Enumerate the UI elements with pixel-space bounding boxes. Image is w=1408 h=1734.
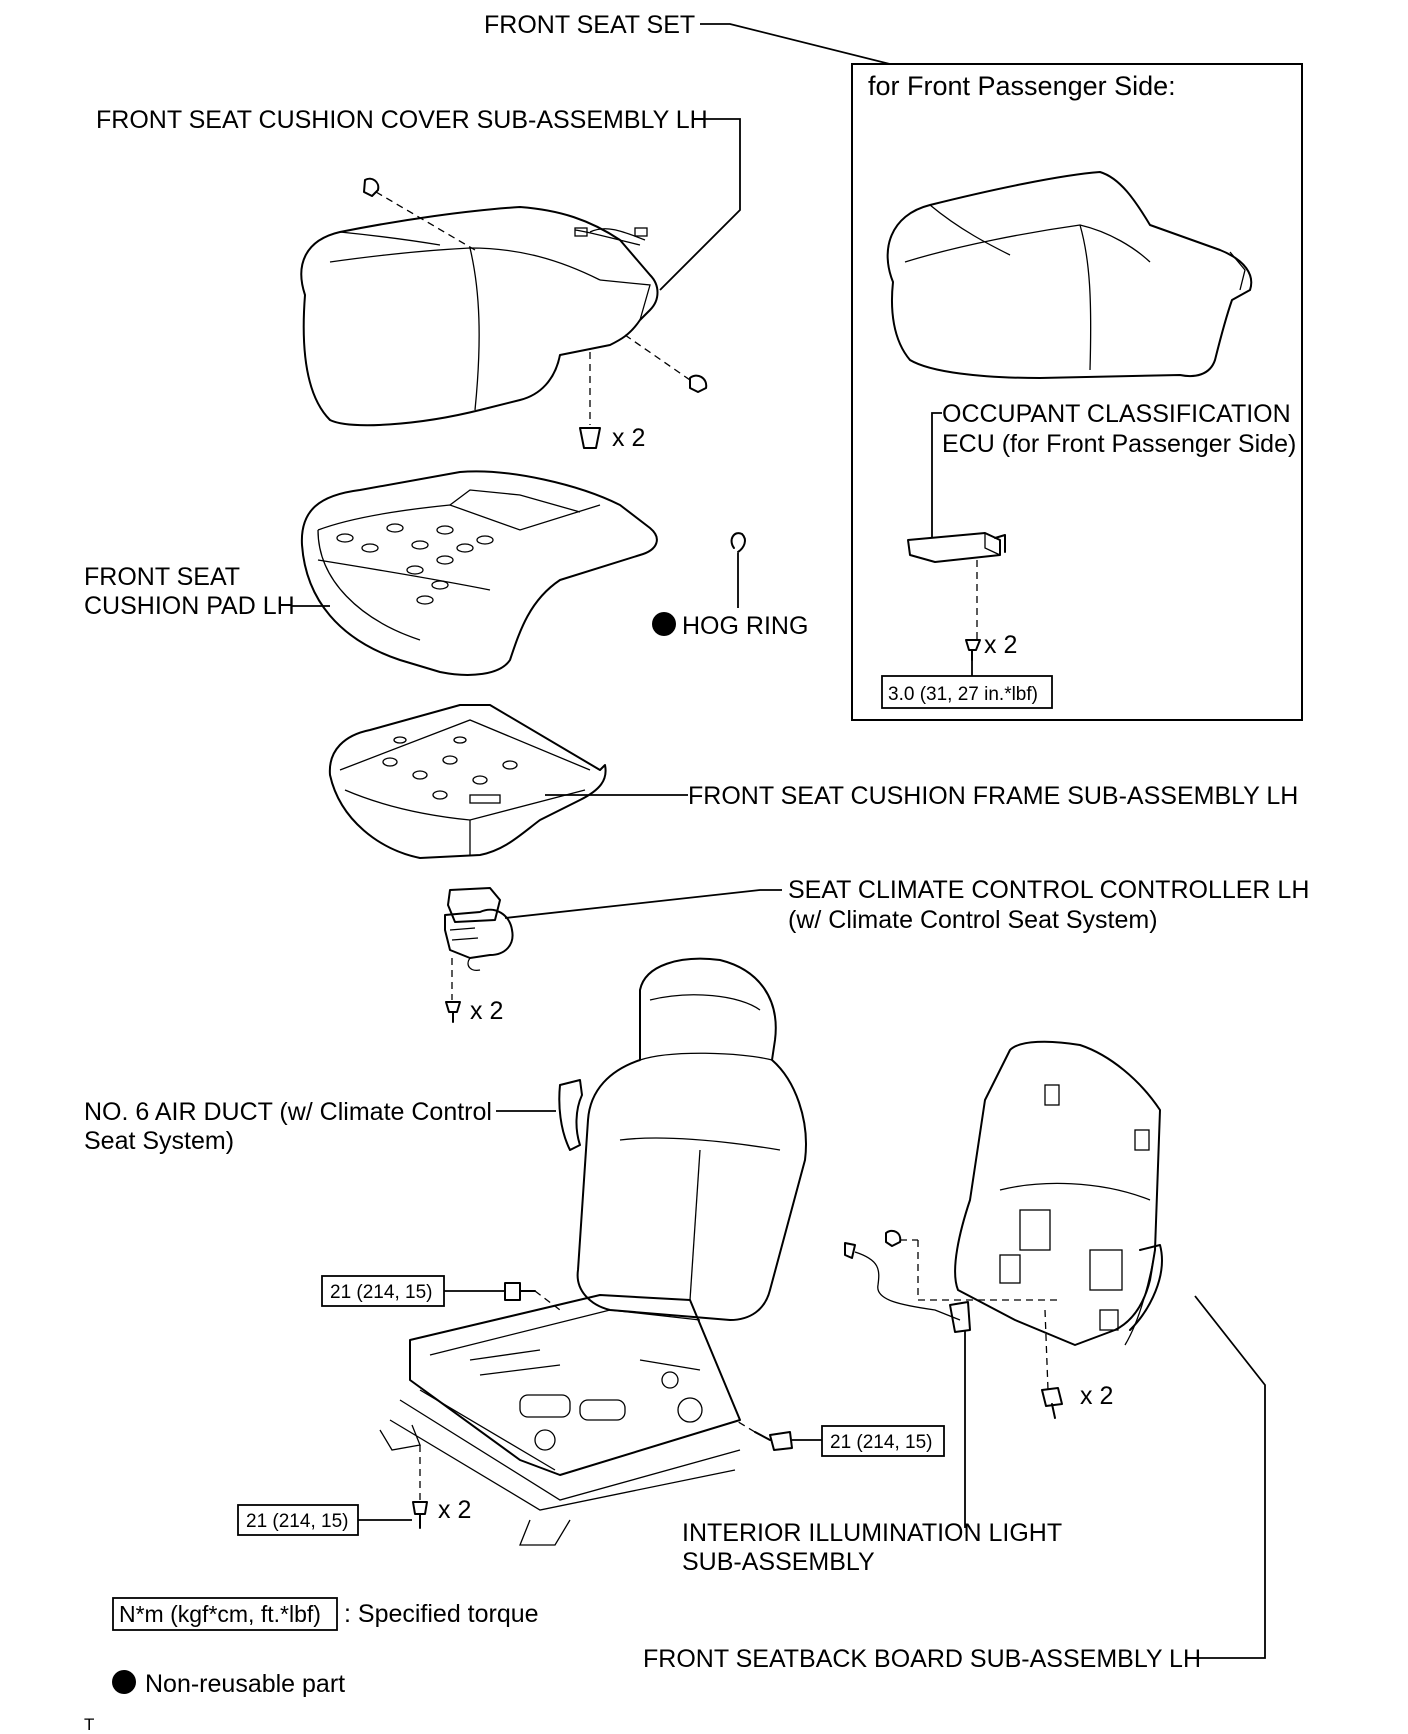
controller-screw-qty: x 2 xyxy=(470,997,503,1025)
front-seat-set-leader xyxy=(700,23,891,65)
seat-bolt-right-icon xyxy=(754,1431,793,1451)
cushion-frame-label: FRONT SEAT CUSHION FRAME SUB-ASSEMBLY LH xyxy=(688,782,1298,810)
corner-mark: T xyxy=(84,1715,94,1734)
frame-bolt-qty: x 2 xyxy=(438,1496,471,1524)
climate-controller-drawing xyxy=(444,887,514,971)
frame-bolt-icon xyxy=(412,1501,428,1529)
front-seat-set-label: FRONT SEAT SET xyxy=(484,11,695,39)
seatback-board-drawing xyxy=(954,1040,1163,1346)
air-duct-label-line2: Seat System) xyxy=(84,1127,234,1155)
cushion-pad-drawing xyxy=(300,470,658,676)
legend-nonreusable-marker xyxy=(112,1670,136,1694)
cushion-cover-label: FRONT SEAT CUSHION COVER SUB-ASSEMBLY LH xyxy=(96,106,708,134)
seat-bolt-right-torque: 21 (214, 15) xyxy=(830,1432,932,1453)
cushion-cover-drawing xyxy=(300,206,659,427)
legend: N*m (kgf*cm, ft.*lbf) : Specified torque… xyxy=(112,1597,539,1698)
climate-controller-leader xyxy=(504,889,782,919)
seatback-board-label: FRONT SEATBACK BOARD SUB-ASSEMBLY LH xyxy=(643,1645,1201,1673)
passenger-side-title: for Front Passenger Side: xyxy=(868,71,1176,101)
board-screw-icon xyxy=(1041,1387,1063,1419)
seat-bolt-upper-torque: 21 (214, 15) xyxy=(330,1282,432,1303)
cushion-pad-label-line2: CUSHION PAD LH xyxy=(84,592,295,620)
air-duct-drawing xyxy=(558,1079,583,1151)
cushion-cover-leader xyxy=(659,118,741,291)
passenger-ecu-torque: 3.0 (31, 27 in.*lbf) xyxy=(888,684,1038,705)
legend-torque-desc: : Specified torque xyxy=(344,1600,539,1628)
cushion-frame-drawing xyxy=(328,704,607,859)
legend-nonreusable-desc: Non-reusable part xyxy=(145,1670,345,1698)
seat-assembly-drawing xyxy=(379,957,807,1546)
passenger-screw-icon xyxy=(965,639,981,661)
illumination-label-line1: INTERIOR ILLUMINATION LIGHT xyxy=(682,1519,1062,1547)
hog-ring-icon xyxy=(730,532,746,553)
cushion-pad-label-line1: FRONT SEAT xyxy=(84,563,240,591)
occupant-ecu-leader xyxy=(931,412,942,538)
climate-controller-label-line2: (w/ Climate Control Seat System) xyxy=(788,906,1158,934)
occupant-ecu-label-line2: ECU (for Front Passenger Side) xyxy=(942,430,1296,458)
illumination-light-drawing xyxy=(844,1242,971,1333)
nonreusable-marker-hog-ring xyxy=(652,612,676,636)
passenger-cushion-cover-drawing xyxy=(886,171,1253,379)
occupant-ecu-label-line1: OCCUPANT CLASSIFICATION xyxy=(942,400,1291,428)
controller-screw-icon xyxy=(445,1001,461,1023)
board-screw-qty: x 2 xyxy=(1080,1382,1113,1410)
seat-bolt-lower-torque: 21 (214, 15) xyxy=(246,1511,348,1532)
passenger-side-inset: for Front Passenger Side: OCCUPANT CLASS… xyxy=(851,63,1303,721)
illumination-label-line2: SUB-ASSEMBLY xyxy=(682,1548,875,1576)
climate-controller-label-line1: SEAT CLIMATE CONTROL CONTROLLER LH xyxy=(788,876,1309,904)
hog-ring-label: HOG RING xyxy=(682,612,808,640)
legend-torque-unit: N*m (kgf*cm, ft.*lbf) xyxy=(119,1601,321,1627)
air-duct-label-line1: NO. 6 AIR DUCT (w/ Climate Control xyxy=(84,1098,492,1126)
cover-clip-top-icon xyxy=(363,177,380,197)
cover-clip-right-icon xyxy=(689,374,708,393)
cover-clip-qty: x 2 xyxy=(612,424,645,452)
illumination-screw-icon xyxy=(885,1229,902,1247)
occupant-ecu-drawing xyxy=(907,532,1006,563)
passenger-screw-qty: x 2 xyxy=(984,631,1017,659)
seatback-board-leader xyxy=(1194,1295,1266,1659)
cover-clip-icon xyxy=(579,427,601,449)
seat-bolt-upper-icon xyxy=(504,1282,536,1301)
